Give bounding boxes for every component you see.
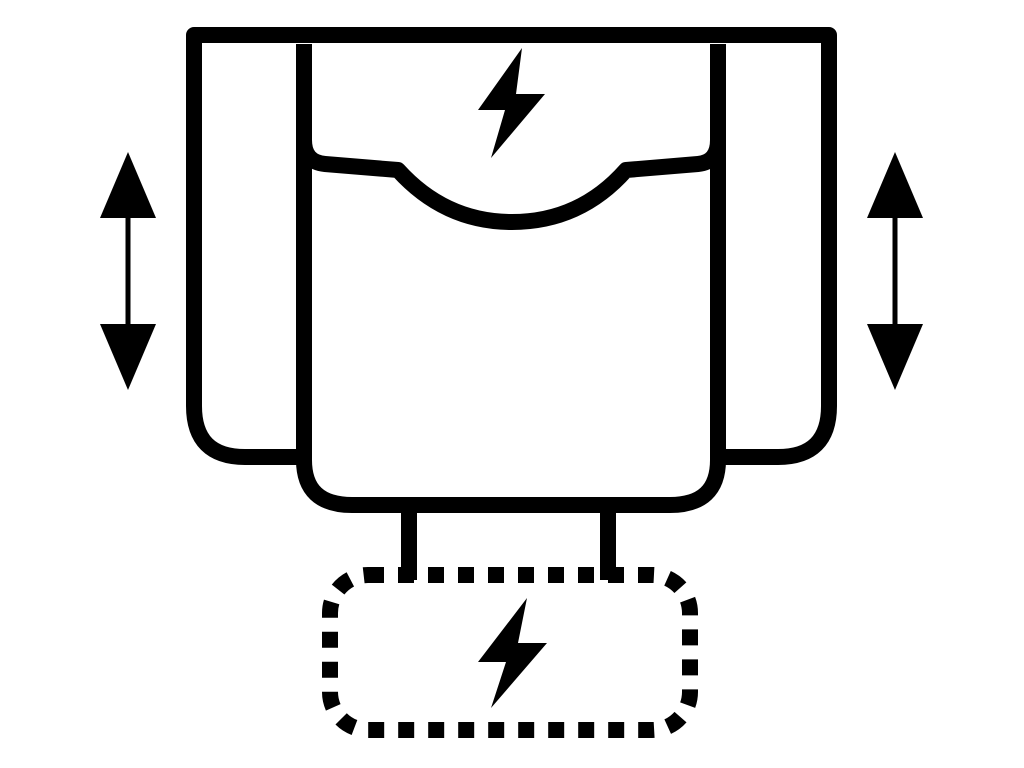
headrest-lightning-bolt-icon [478, 48, 545, 158]
chair-seat-cushion [296, 44, 726, 513]
right-double-arrow-icon [867, 152, 923, 390]
left-double-arrow-icon [100, 152, 156, 390]
footrest-lightning-bolt-icon [478, 598, 547, 708]
chair-outer-frame [186, 27, 837, 465]
headrest-outline [296, 139, 726, 230]
